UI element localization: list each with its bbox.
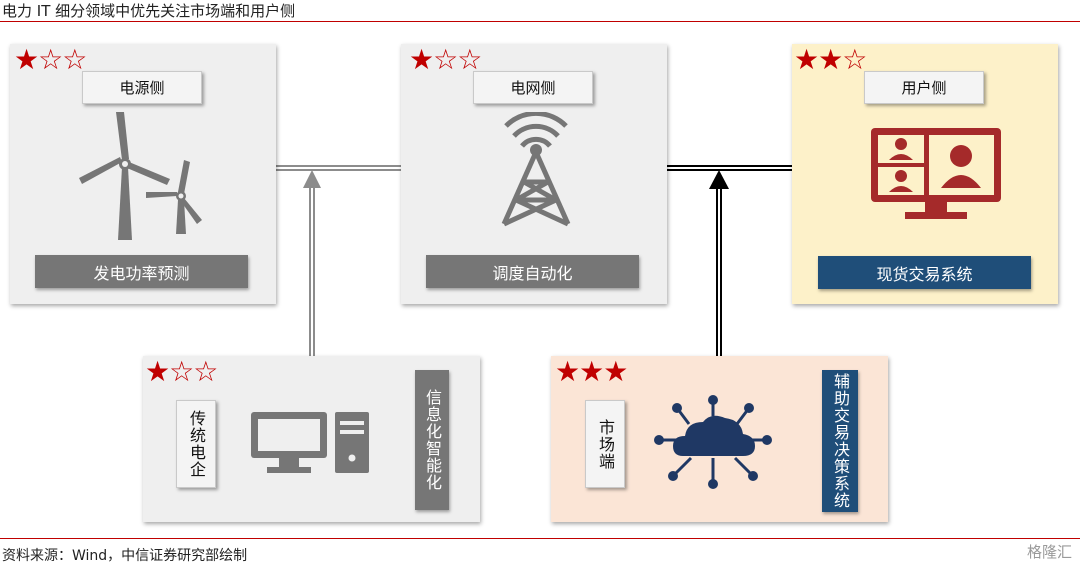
filled-stars: ★ [14,43,39,76]
watermark-logo: 格隆汇 [1026,543,1072,561]
footer-divider [0,538,1080,539]
title-divider [0,21,1080,22]
empty-stars: ☆☆ [433,43,482,76]
user-side-label: 用户侧 [864,71,984,104]
market-to-line-arrow [709,170,729,356]
empty-stars: ☆ [842,43,867,76]
rating-stars: ★★☆ [794,43,867,76]
rating-stars: ★★★ [555,355,628,388]
rating-stars: ★☆☆ [14,43,87,76]
power-side-panel: ★☆☆ 电源侧 发电功率预测 [10,44,276,304]
video-conference-monitor-icon [871,128,1001,219]
desktop-computer-icon [251,412,369,473]
empty-stars: ☆☆ [38,43,87,76]
traditional-label: 传统电企 [176,400,216,488]
filled-stars: ★★★ [555,355,628,388]
source-note: 资料来源：Wind，中信证券研究部绘制 [2,548,248,564]
market-bar: 辅助交易决策系统 [822,370,858,512]
user-side-panel: ★★☆ 用户侧 现货交易系统 [792,44,1058,304]
filled-stars: ★ [409,43,434,76]
grid-side-panel: ★☆☆ 电网侧 调度自动化 [401,44,667,304]
market-label: 市场端 [585,400,625,488]
cloud-network-icon [654,395,772,489]
filled-stars: ★★ [794,43,843,76]
transmission-tower-icon [501,112,571,227]
grid-side-bar: 调度自动化 [426,255,639,288]
rating-stars: ★☆☆ [409,43,482,76]
traditional-to-line-arrow [303,170,321,356]
page-title: 电力 IT 细分领域中优先关注市场端和用户侧 [2,2,296,20]
grid-side-label: 电网侧 [473,71,593,104]
wind-turbine-icon [79,112,202,240]
power-side-bar: 发电功率预测 [35,255,248,288]
traditional-panel: ★☆☆ 传统电企 信息化智能化 [143,356,480,522]
power-side-label: 电源侧 [82,71,202,104]
traditional-bar: 信息化智能化 [415,370,449,510]
user-side-bar: 现货交易系统 [818,256,1031,289]
empty-stars: ☆☆ [169,355,218,388]
market-panel: ★★★ 市场端 辅助交易决策系统 [551,356,888,522]
rating-stars: ★☆☆ [145,355,218,388]
filled-stars: ★ [145,355,170,388]
